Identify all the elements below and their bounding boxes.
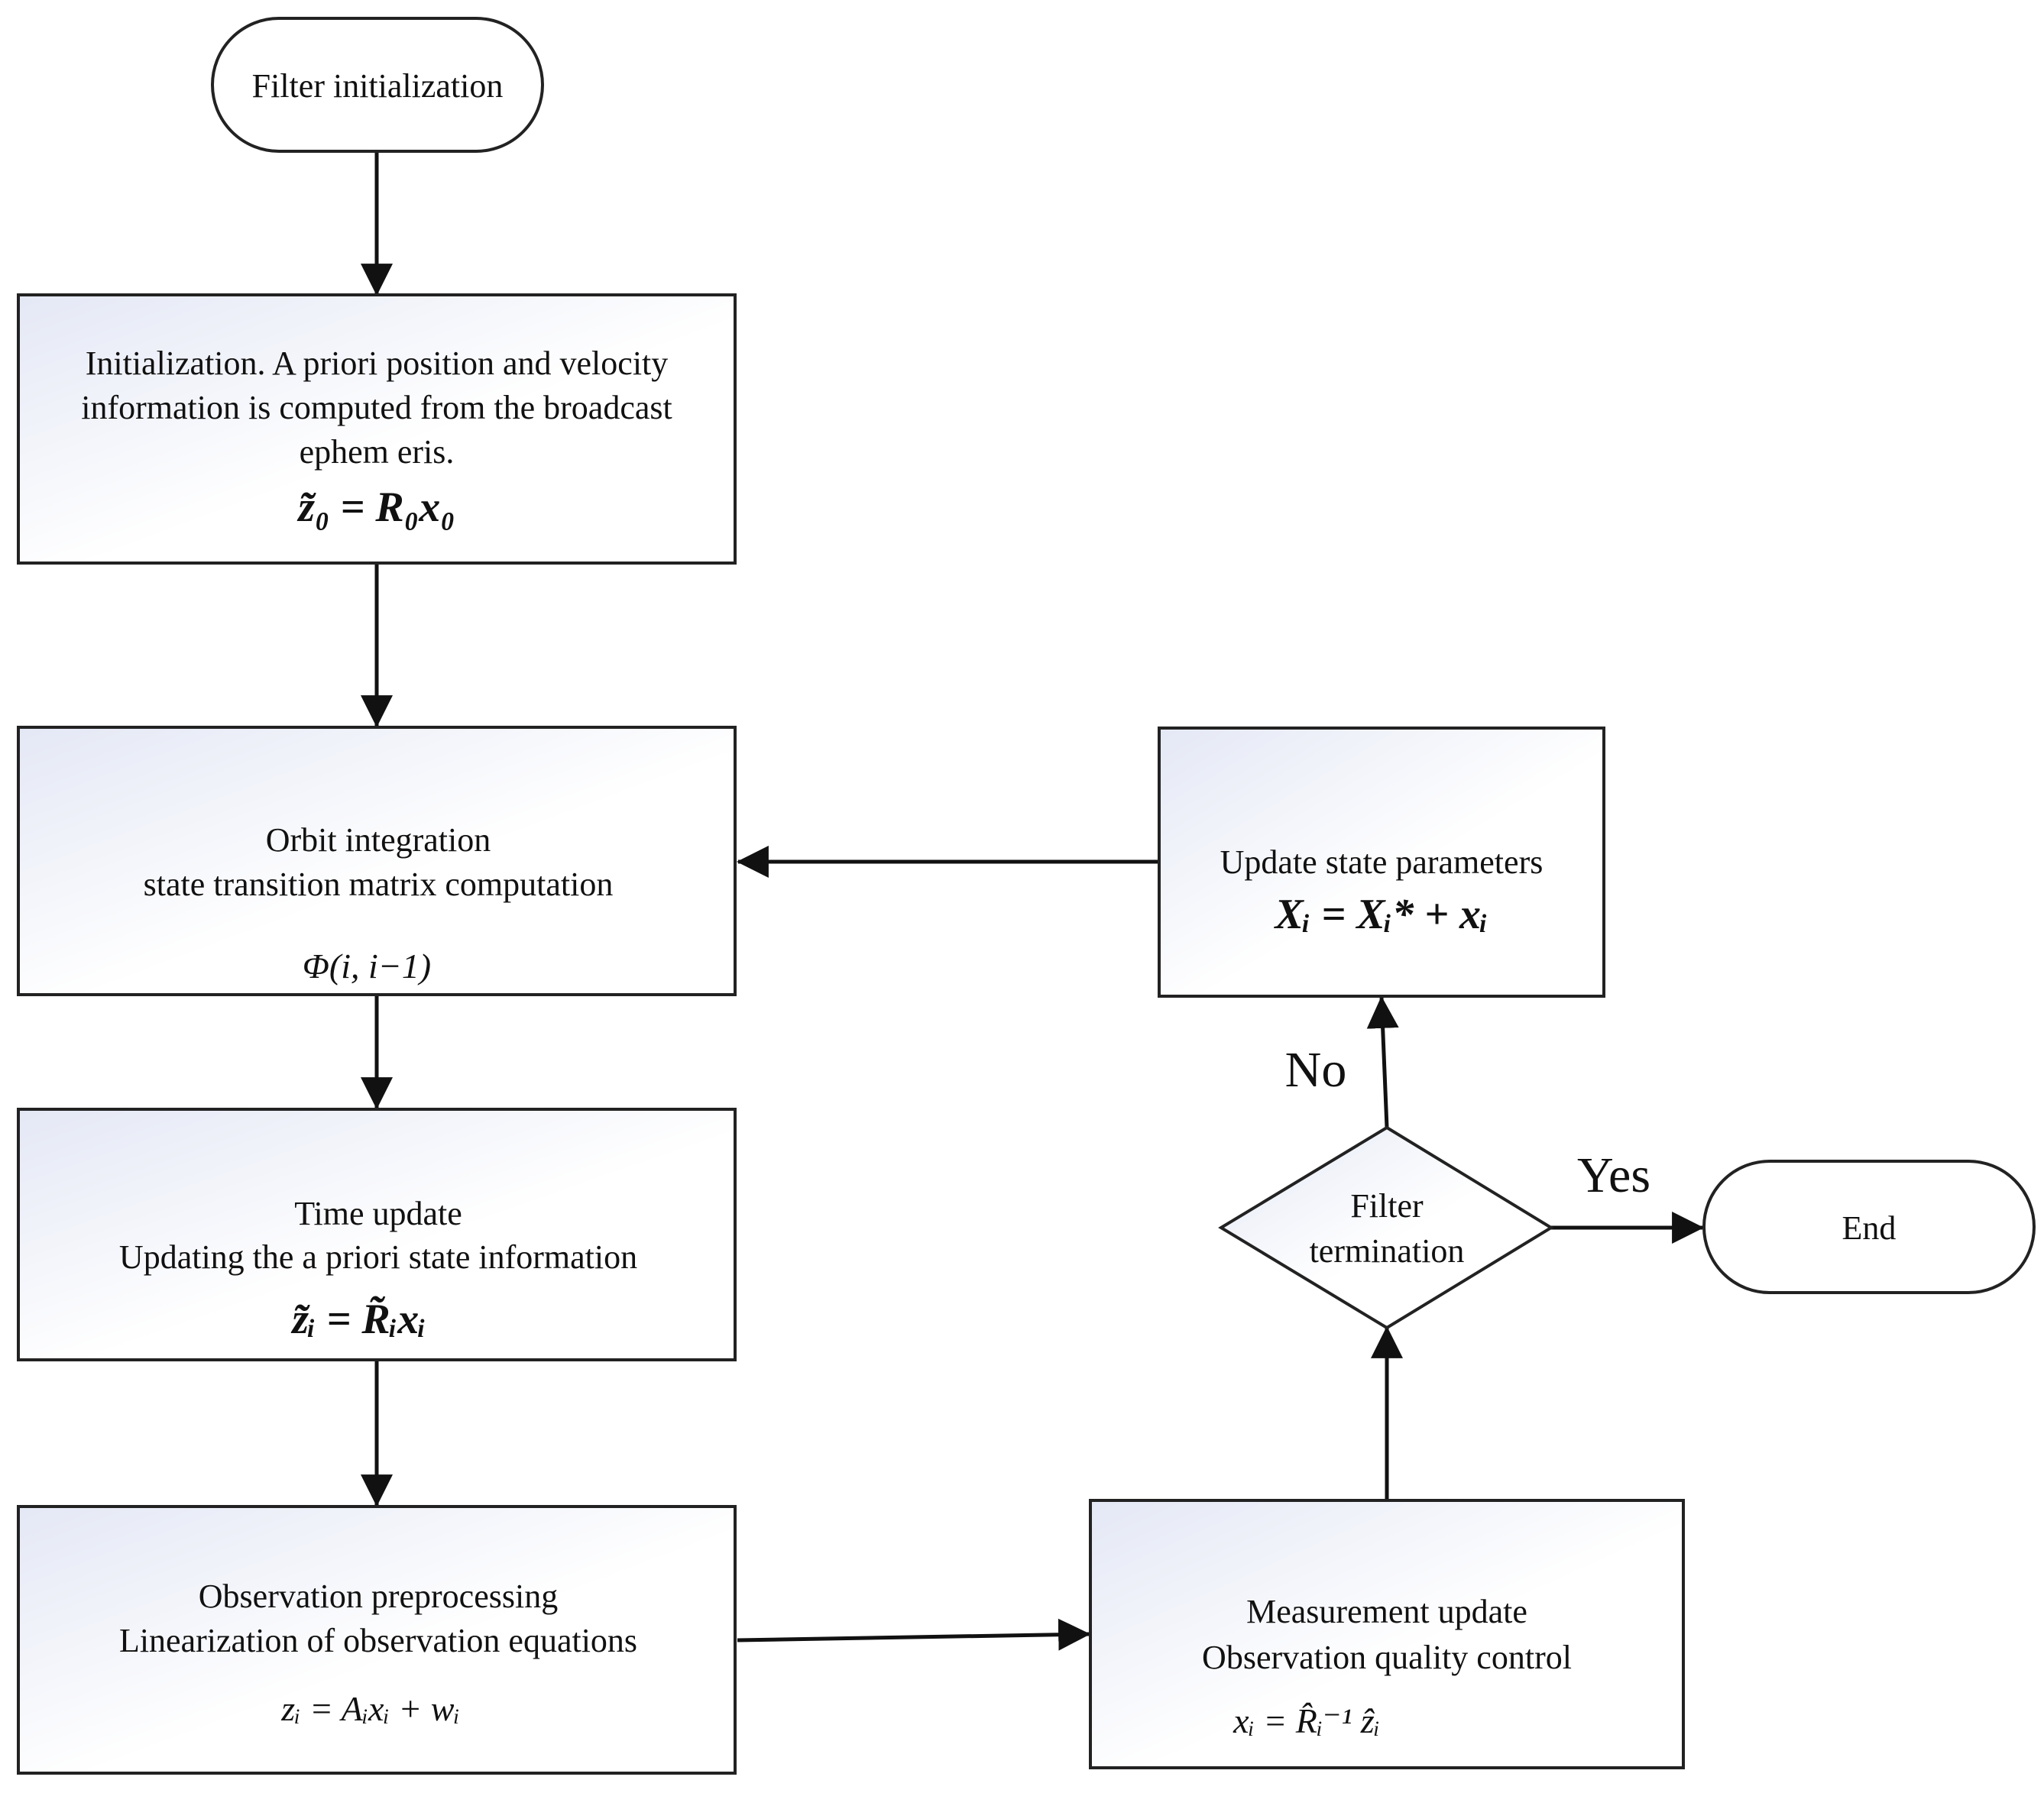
time-line-2: Updating the a priori state information: [119, 1238, 637, 1276]
time-update-box: Time update Updating the a priori state …: [17, 1108, 737, 1361]
measurement-formula: xᵢ = R̂ᵢ⁻¹ ẑᵢ: [1233, 1701, 1380, 1740]
edge-observation-to-measurement: [737, 1618, 1091, 1651]
edge-label-yes: Yes: [1577, 1147, 1650, 1203]
init-line-2: information is computed from the broadca…: [81, 389, 672, 426]
orbit-line-2: state transition matrix computation: [144, 866, 614, 903]
update-line-1: Update state parameters: [1220, 843, 1544, 881]
start-node: Filter initialization: [211, 17, 544, 153]
orbit-line-1: Orbit integration: [266, 821, 491, 859]
orbit-integration-box: Orbit integration state transition matri…: [17, 726, 737, 996]
end-node: End: [1702, 1160, 2036, 1294]
edge-label-no: No: [1285, 1042, 1347, 1098]
observation-line-1: Observation preprocessing: [199, 1578, 558, 1615]
initialization-box: Initialization. A priori position and ve…: [17, 293, 737, 565]
measurement-line-1: Measurement update: [1246, 1593, 1527, 1630]
decision-line-1: Filter: [1350, 1187, 1424, 1225]
observation-box: Observation preprocessing Linearization …: [17, 1505, 737, 1775]
init-line-3: ephem eris.: [300, 433, 455, 471]
filter-termination-diamond: Filter termination: [1218, 1125, 1554, 1330]
end-label: End: [1842, 1209, 1897, 1247]
observation-line-2: Linearization of observation equations: [119, 1622, 637, 1659]
update-state-box: Update state parameters Xᵢ = Xᵢ* + xᵢ: [1158, 727, 1605, 998]
time-line-1: Time update: [294, 1195, 462, 1232]
start-label: Filter initialization: [252, 67, 504, 105]
orbit-formula: Φ(i, i−1): [303, 947, 431, 986]
edge-decision-to-update: [1366, 995, 1399, 1128]
decision-line-2: termination: [1310, 1232, 1465, 1270]
connectors: [361, 151, 1705, 1651]
time-formula: z̃ᵢ = R̃ᵢxᵢ: [290, 1295, 426, 1343]
init-line-1: Initialization. A priori position and ve…: [86, 345, 669, 382]
measurement-box: Measurement update Observation quality c…: [1089, 1499, 1685, 1769]
init-formula: z̃₀ = R₀x₀: [296, 484, 455, 531]
observation-formula: zᵢ = Aᵢxᵢ + wᵢ: [280, 1689, 459, 1728]
measurement-line-2: Observation quality control: [1202, 1639, 1572, 1676]
update-formula: Xᵢ = Xᵢ* + xᵢ: [1274, 891, 1488, 938]
